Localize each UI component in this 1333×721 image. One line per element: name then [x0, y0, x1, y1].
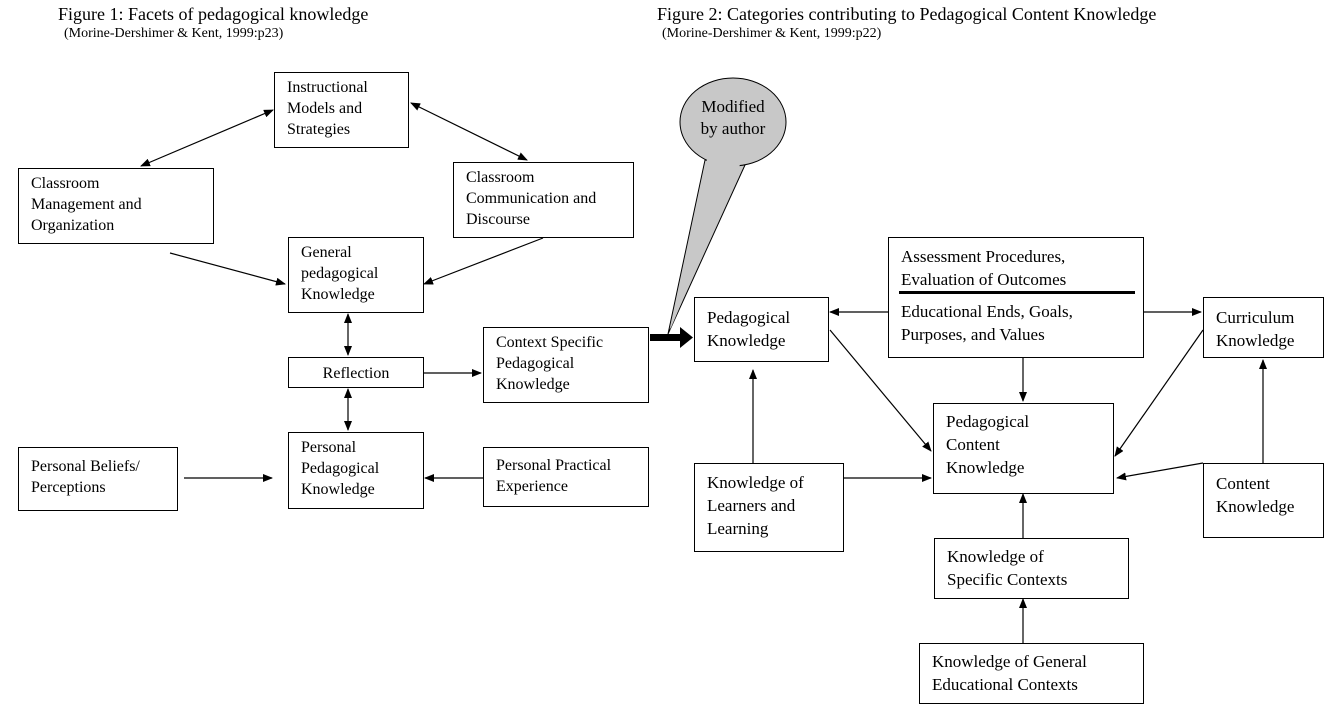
figure2-title: Figure 2: Categories contributing to Ped…	[657, 4, 1157, 24]
arrow-pedagogical-to-pck	[829, 329, 932, 452]
node-ends-line-1: Educational Ends, Goals,	[901, 302, 1073, 321]
node-learners-line-1: Knowledge of	[707, 473, 804, 492]
node-comm-line-2: Communication and	[466, 190, 597, 207]
node-curriculum-knowledge: Curriculum Knowledge	[1203, 297, 1324, 358]
arrow-curriculum-to-pck	[1114, 329, 1204, 457]
node-personal-pedagogical: Personal Pedagogical Knowledge	[288, 432, 424, 509]
arrow-comm-to-general	[423, 237, 544, 285]
node-instructional-line-3: Strategies	[287, 121, 351, 138]
node-context-line-1: Context Specific	[496, 334, 604, 351]
node-beliefs-line-2: Perceptions	[31, 479, 106, 496]
node-reflection: Reflection	[288, 357, 424, 388]
node-mgmt-line-1: Classroom	[31, 175, 100, 192]
node-practical-line-1: Personal Practical	[496, 457, 612, 474]
node-pck-line-2: Content	[946, 435, 1000, 454]
node-pedagogical-knowledge: Pedagogical Knowledge	[694, 297, 829, 362]
node-assessment-ends: Assessment Procedures, Evaluation of Out…	[888, 237, 1144, 358]
node-instructional-line-2: Models and	[287, 100, 363, 117]
figure1-citation: (Morine-Dershimer & Kent, 1999:p23)	[64, 26, 284, 41]
node-context-specific: Context Specific Pedagogical Knowledge	[483, 327, 649, 403]
node-personal-line-1: Personal	[301, 439, 357, 456]
node-mgmt-line-3: Organization	[31, 217, 115, 234]
node-reflection-label: Reflection	[322, 365, 390, 382]
node-context-line-2: Pedagogical	[496, 355, 575, 372]
node-learners-learning: Knowledge of Learners and Learning	[694, 463, 844, 552]
node-general-ctx-line-1: Knowledge of General	[932, 652, 1087, 671]
node-learners-line-3: Learning	[707, 519, 769, 538]
callout-text: Modified by author	[678, 96, 788, 140]
node-content-line-1: Content	[1216, 474, 1270, 493]
node-specific-line-2: Specific Contexts	[947, 570, 1068, 589]
node-general-line-2: pedagogical	[301, 265, 379, 282]
node-assessment-line-2: Evaluation of Outcomes	[901, 270, 1067, 289]
callout-bubble	[667, 77, 787, 335]
assessment-divider	[899, 291, 1135, 294]
node-personal-beliefs: Personal Beliefs/ Perceptions	[18, 447, 178, 511]
node-ends-line-2: Purposes, and Values	[901, 325, 1045, 344]
node-personal-line-3: Knowledge	[301, 481, 375, 498]
node-general-line-3: Knowledge	[301, 286, 375, 303]
node-learners-line-2: Learners and	[707, 496, 796, 515]
node-comm-line-1: Classroom	[466, 169, 535, 186]
node-context-line-3: Knowledge	[496, 376, 570, 393]
node-pck-line-1: Pedagogical	[946, 412, 1030, 431]
node-mgmt-line-2: Management and	[31, 196, 142, 213]
node-instructional-line-1: Instructional	[287, 79, 368, 96]
thick-arrow-context-to-pedagogical	[650, 327, 693, 348]
arrow-instructional-classroom-mgmt	[140, 109, 274, 167]
node-pk-line-1: Pedagogical	[707, 308, 791, 327]
node-practical-line-2: Experience	[496, 478, 568, 495]
node-beliefs-line-1: Personal Beliefs/	[31, 458, 140, 475]
node-classroom-communication: Classroom Communication and Discourse	[453, 162, 634, 238]
node-classroom-management: Classroom Management and Organization	[18, 168, 214, 244]
node-pck-line-3: Knowledge	[946, 458, 1025, 477]
node-instructional-models: Instructional Models and Strategies	[274, 72, 409, 148]
node-personal-line-2: Pedagogical	[301, 460, 380, 477]
node-comm-line-3: Discourse	[466, 211, 530, 228]
node-pk-line-2: Knowledge	[707, 331, 786, 350]
callout-line-1: Modified	[701, 97, 765, 116]
node-general-line-1: General	[301, 244, 352, 261]
arrow-mgmt-to-general	[169, 252, 286, 286]
node-pedagogical-content-knowledge: Pedagogical Content Knowledge	[933, 403, 1114, 494]
node-general-contexts: Knowledge of General Educational Context…	[919, 643, 1144, 704]
arrow-instructional-classroom-comm	[410, 102, 528, 161]
node-personal-practical: Personal Practical Experience	[483, 447, 649, 507]
node-content-knowledge: Content Knowledge	[1203, 463, 1324, 538]
node-assessment-line-1: Assessment Procedures,	[901, 247, 1066, 266]
node-curriculum-line-1: Curriculum	[1216, 308, 1295, 327]
node-general-pedagogical: General pedagogical Knowledge	[288, 237, 424, 313]
node-specific-line-1: Knowledge of	[947, 547, 1044, 566]
callout-line-2: by author	[700, 119, 766, 138]
node-curriculum-line-2: Knowledge	[1216, 331, 1295, 350]
node-general-ctx-line-2: Educational Contexts	[932, 675, 1078, 694]
arrow-content-to-pck	[1116, 462, 1204, 481]
figure1-title: Figure 1: Facets of pedagogical knowledg…	[58, 4, 369, 24]
node-content-line-2: Knowledge	[1216, 497, 1295, 516]
node-specific-contexts: Knowledge of Specific Contexts	[934, 538, 1129, 599]
figure2-citation: (Morine-Dershimer & Kent, 1999:p22)	[662, 26, 882, 41]
